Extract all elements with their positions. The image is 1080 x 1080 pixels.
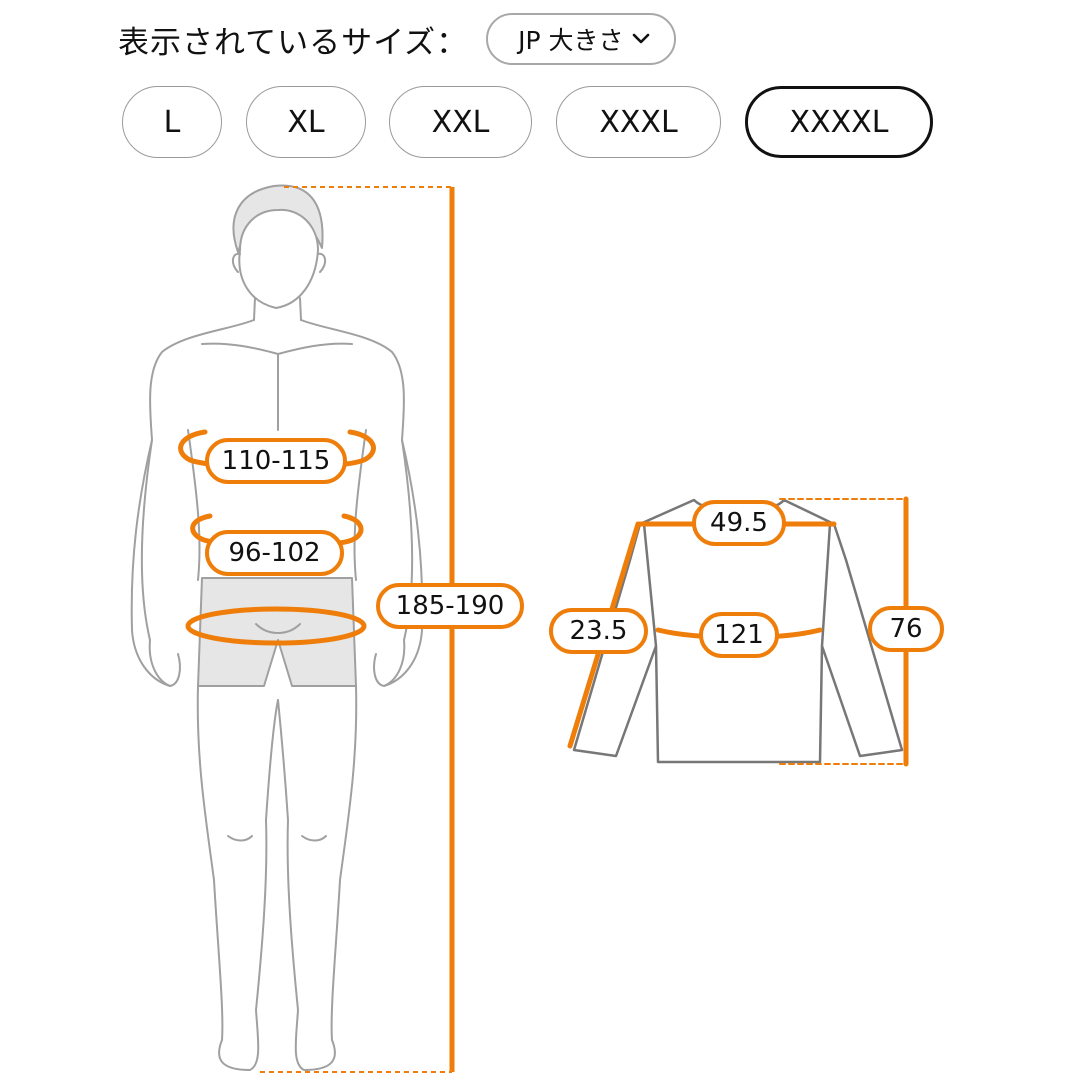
size-option-xl[interactable]: XL — [246, 86, 366, 158]
height-indicator — [260, 186, 455, 1073]
size-option-l[interactable]: L — [122, 86, 222, 158]
size-option-xxxxl[interactable]: XXXXL — [745, 86, 933, 158]
waist-measurement-label: 96-102 — [205, 530, 344, 576]
body-figure — [130, 184, 424, 1071]
size-unit-select[interactable]: JP 大きさ — [486, 13, 676, 65]
size-option-xxl[interactable]: XXL — [389, 86, 532, 158]
length-measurement-label: 76 — [868, 606, 944, 652]
size-options: L XL XXL XXXL XXXXL — [0, 86, 1080, 160]
displayed-size-label: 表示されているサイズ： — [118, 24, 469, 61]
garment-chest-measurement-label: 121 — [699, 612, 779, 658]
chevron-down-icon — [632, 33, 649, 44]
height-measurement-label: 185-190 — [376, 583, 524, 629]
chest-measurement-label: 110-115 — [205, 438, 347, 484]
size-option-xxxl[interactable]: XXXL — [556, 86, 721, 158]
sleeve-measurement-label: 23.5 — [549, 608, 648, 654]
shoulder-measurement-label: 49.5 — [692, 500, 786, 546]
size-unit-value: JP 大きさ — [518, 26, 624, 55]
size-header: 表示されているサイズ： JP 大きさ — [118, 12, 676, 66]
